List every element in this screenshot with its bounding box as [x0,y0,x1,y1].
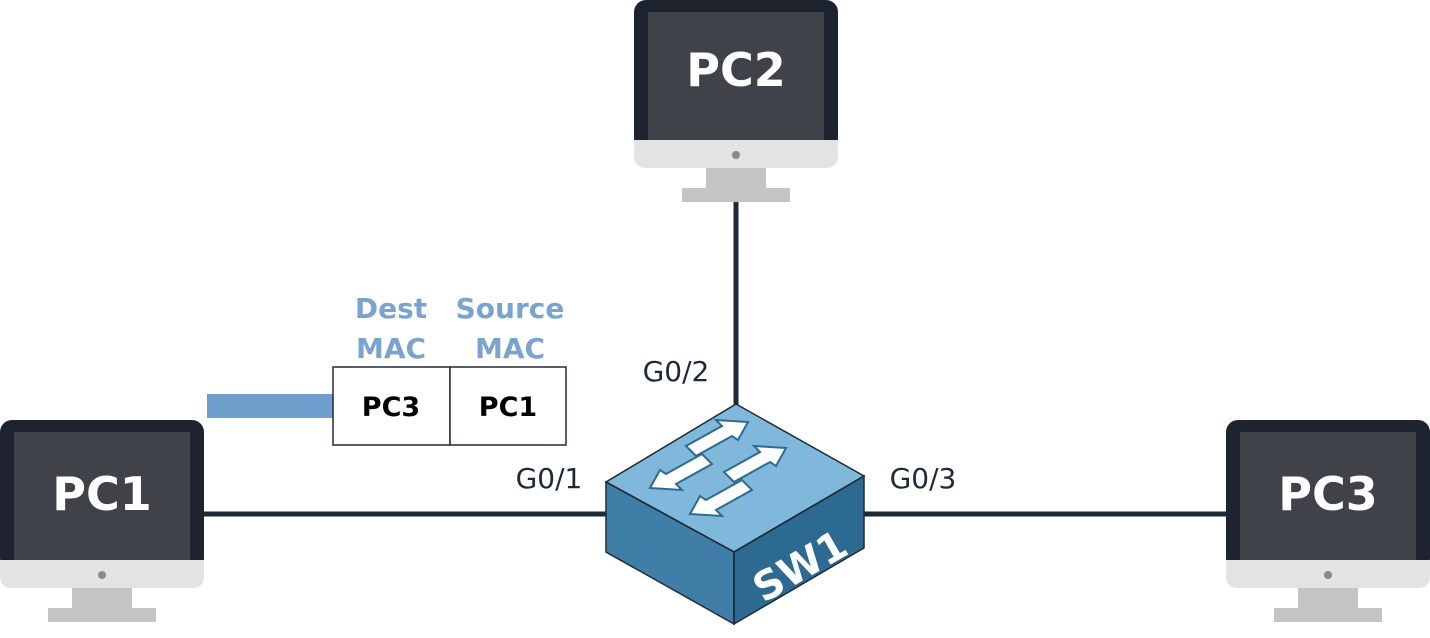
pc1-label: PC1 [52,467,151,521]
desktop-monitor-icon [634,0,838,202]
desktop-monitor-icon [1226,420,1430,622]
dest-mac-header-line1: Dest [355,292,427,325]
dest-mac-header-line2: MAC [356,332,426,365]
pc2-device[interactable]: PC2 [634,0,838,202]
switch-arrows [648,418,788,518]
pc3-device[interactable]: PC3 [1226,420,1430,622]
port-label-g0-3: G0/3 [890,462,957,495]
pc3-label: PC3 [1278,467,1377,521]
source-mac-header-line1: Source [456,292,565,325]
source-mac-cell [449,366,567,446]
switch-icon [604,403,866,626]
pc2-label: PC2 [686,43,785,97]
dest-mac-cell [332,366,451,446]
dest-mac-value: PC3 [362,392,420,423]
port-label-g0-2: G0/2 [643,355,710,388]
source-mac-value: PC1 [479,392,537,423]
source-mac-header-line2: MAC [475,332,545,365]
frame-bar [207,394,334,418]
port-label-g0-1: G0/1 [516,462,583,495]
pc1-device[interactable]: PC1 [0,420,204,622]
sw1-device[interactable]: SW1 [604,403,866,626]
desktop-monitor-icon [0,420,204,622]
ethernet-frame: PC3 PC1 Dest MAC Source MAC [207,292,567,446]
